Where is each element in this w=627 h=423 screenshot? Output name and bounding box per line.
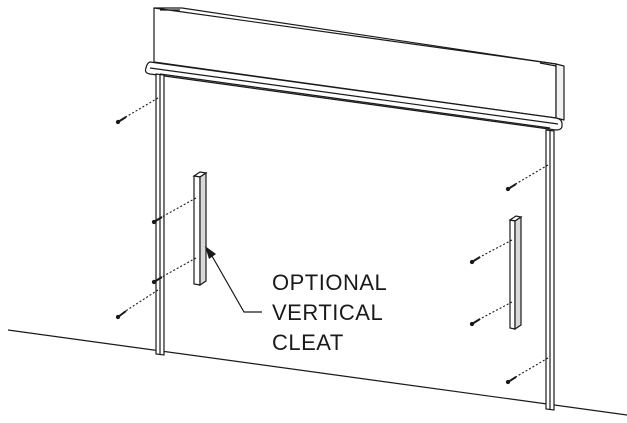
arrowhead-icon [205,246,216,259]
screw-right-cleat-top [469,239,513,265]
right-vertical-cleat [508,215,523,331]
screw-left-cleat-bottom [151,257,197,285]
right-post [545,129,555,411]
left-post [155,73,165,356]
callout-label: OPTIONAL VERTICAL CLEAT [272,270,387,355]
screw-right-post-bottom [505,357,549,385]
callout-leader [205,246,262,313]
screw-left-post-bottom [115,289,159,320]
screw-right-cleat-bottom [469,301,513,327]
callout-line-3: CLEAT [272,330,344,355]
floor-line [7,329,627,416]
callout-line-1: OPTIONAL [272,270,387,295]
screw-left-cleat-top [151,197,197,225]
screws [115,97,549,385]
screw-right-post-top [505,164,549,192]
callout-line-2: VERTICAL [272,300,383,325]
top-rail [144,61,563,131]
left-vertical-cleat [192,171,208,287]
screw-left-post-top [115,97,159,125]
